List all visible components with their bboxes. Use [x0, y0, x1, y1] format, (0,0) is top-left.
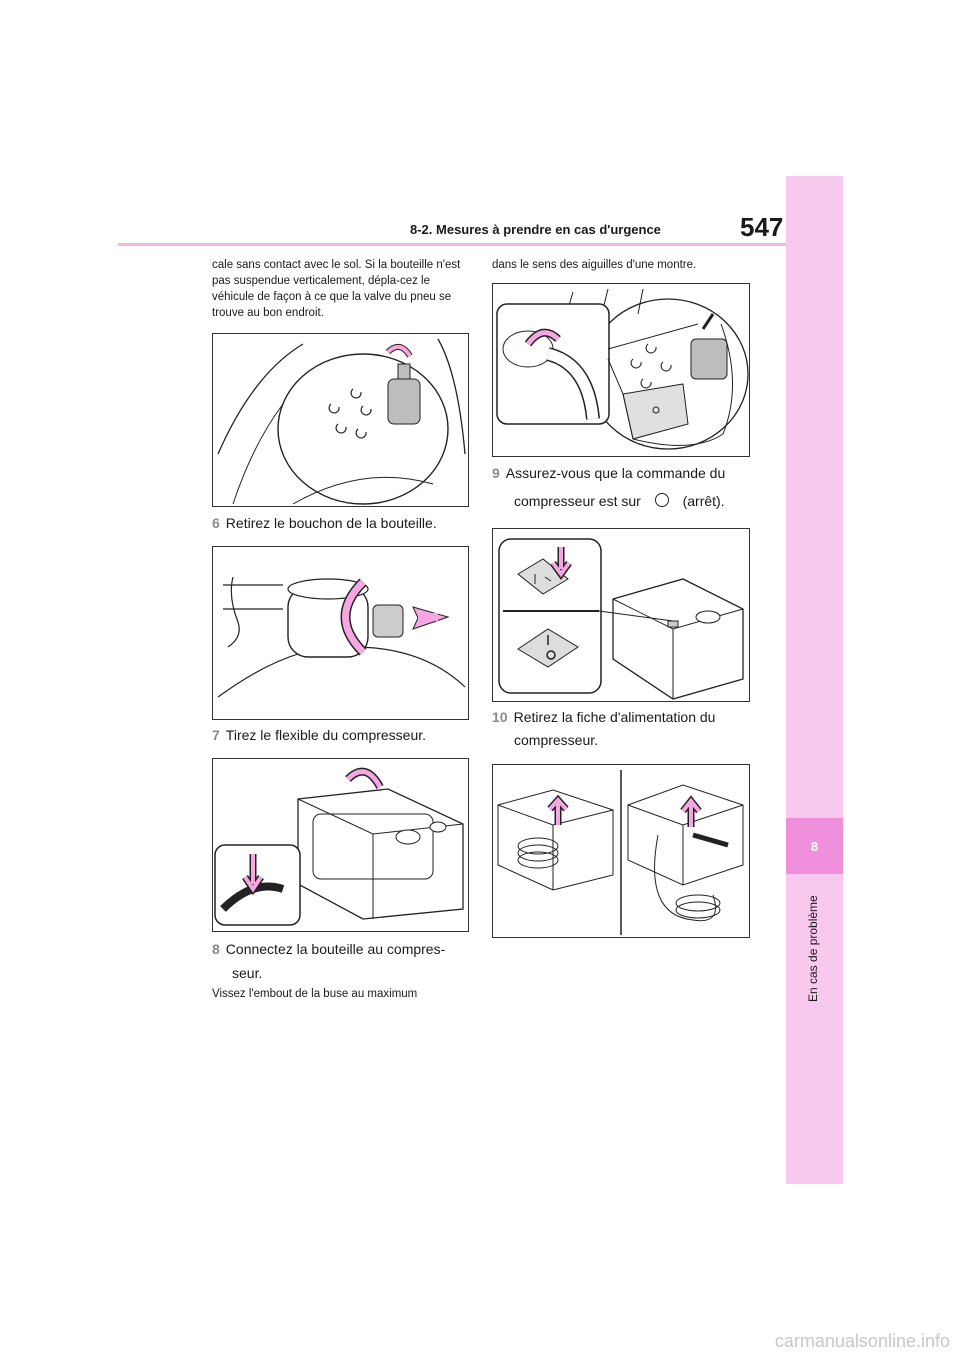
step-8-text-line1: Connectez la bouteille au compres- [225, 941, 446, 957]
right-intro-paragraph: dans le sens des aiguilles d'une montre. [492, 259, 697, 271]
step-6: 6 Retirez le bouchon de la bouteille. [212, 512, 482, 534]
figure-remove-cap [212, 546, 469, 720]
step-8-number: 8 [212, 941, 220, 957]
step-8: 8 Connectez la bouteille au compres- [212, 938, 482, 960]
step-7-number: 7 [212, 727, 220, 743]
step-10-number: 10 [492, 709, 508, 725]
figure-switch-off [492, 528, 750, 702]
figure-connect-bottle [492, 283, 750, 457]
figure-pull-hose [212, 758, 469, 932]
step-8-text-line2: seur. [232, 965, 263, 981]
step-6-text: Retirez le bouchon de la bouteille. [225, 515, 437, 531]
after-step-8-paragraph: Vissez l'embout de la buse au maximum [212, 988, 418, 1000]
off-symbol-icon [654, 493, 669, 507]
step-9: 9 Assurez-vous que la commande du [492, 462, 762, 484]
step-10-text-line2: compresseur. [514, 732, 599, 748]
figure-remove-plug [492, 764, 750, 938]
figure-bottle-on-tire [212, 333, 469, 507]
section-title: 8-2. Mesures à prendre en cas d'urgence [410, 222, 661, 237]
step-9-number: 9 [492, 465, 500, 481]
chapter-number: 8 [786, 818, 843, 874]
page-number: 547 [740, 212, 784, 242]
chapter-title-text: En cas de problème [806, 895, 820, 1002]
watermark-logo: carmanualsonline.info [774, 1331, 950, 1351]
step-9-text-after: (arrêt). [682, 493, 725, 509]
step-9-text-line2: compresseur est sur (arrêt). [514, 490, 764, 512]
header-rule [118, 243, 786, 246]
step-7-text: Tirez le flexible du compresseur. [225, 727, 427, 743]
step-9-text-before: compresseur est sur [514, 493, 641, 509]
step-10-text-line1: Retirez la fiche d'alimentation du [513, 709, 716, 725]
chapter-side-tab [786, 176, 843, 1184]
step-7: 7 Tirez le flexible du compresseur. [212, 724, 482, 746]
step-6-number: 6 [212, 515, 220, 531]
chapter-title: En cas de problème [806, 882, 826, 1002]
intro-paragraph: cale sans contact avec le sol. Si la bou… [212, 259, 461, 319]
step-10: 10 Retirez la fiche d'alimentation du [492, 706, 762, 728]
step-9-text-line1: Assurez-vous que la commande du [505, 465, 726, 481]
